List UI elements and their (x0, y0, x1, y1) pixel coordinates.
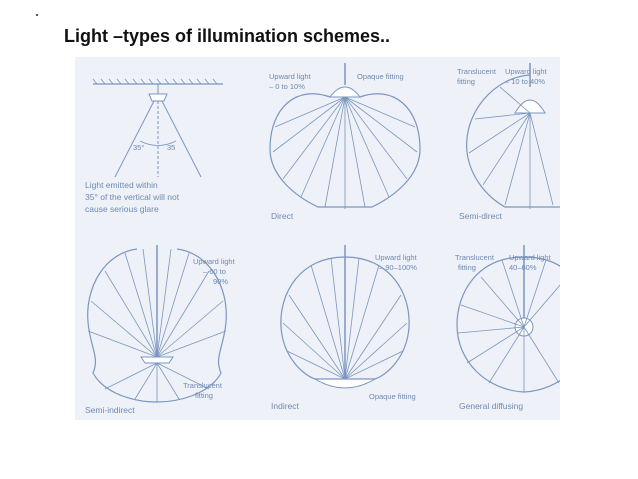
glare-note-line-2: 35° of the vertical will not (85, 192, 180, 202)
indirect-caption: Indirect (271, 401, 300, 411)
general-upward-line-2: 40–60% (509, 263, 537, 272)
glare-angle-diagram: 35° 35 Light emitted within 35° of the v… (85, 78, 223, 214)
indirect-lighting-diagram: Upward light – 90–100% Opaque fitting In… (271, 245, 418, 411)
direct-caption: Direct (271, 211, 294, 221)
indirect-upward-line-1: Upward light (375, 253, 418, 262)
direct-fitting-label: Opaque fitting (357, 72, 404, 81)
indirect-fitting-label: Opaque fitting (369, 392, 416, 401)
general-upward-line-1: Upward light (509, 253, 552, 262)
semi-direct-upward-line-2: – 10 to 40% (505, 77, 545, 86)
semi-direct-fitting-line-2: fitting (457, 77, 475, 86)
semi-indirect-fitting-line-1: Translucent (183, 381, 223, 390)
general-fitting-line-2: fitting (458, 263, 476, 272)
semi-indirect-caption: Semi-indirect (85, 405, 135, 415)
glare-note-line-3: cause serious glare (85, 204, 159, 214)
semi-direct-lighting-diagram: Translucent fitting Upward light – 10 to… (457, 63, 560, 221)
slide-title: Light –types of illumination schemes.. (64, 26, 391, 46)
indirect-upward-line-2: – 90–100% (379, 263, 417, 272)
semi-direct-fitting-line-1: Translucent (457, 67, 497, 76)
semi-indirect-lighting-diagram: Upward light – 60 to 90% Translucent fit… (85, 245, 236, 415)
general-caption: General diffusing (459, 401, 523, 411)
general-fitting-line-1: Translucent (455, 253, 495, 262)
illumination-diagram: 35° 35 Light emitted within 35° of the v… (85, 63, 560, 415)
direct-lighting-diagram: Upward light – 0 to 10% Opaque fitting D… (269, 63, 421, 221)
semi-direct-caption: Semi-direct (459, 211, 503, 221)
glare-note-line-1: Light emitted within (85, 180, 158, 190)
glare-angle-left: 35° (133, 143, 144, 152)
semi-direct-upward-line-1: Upward light (505, 67, 548, 76)
direct-upward-line-2: – 0 to 10% (269, 82, 305, 91)
semi-indirect-fitting-line-2: fitting (195, 391, 213, 400)
semi-indirect-upward-line-1: Upward light (193, 257, 236, 266)
semi-indirect-upward-line-3: 90% (213, 277, 228, 286)
glare-angle-right: 35 (167, 143, 175, 152)
general-diffusing-diagram: Translucent fitting Upward light 40–60% … (455, 245, 560, 411)
slide-dot (36, 14, 38, 16)
semi-indirect-upward-line-2: – 60 to (203, 267, 226, 276)
direct-upward-line-1: Upward light (269, 72, 312, 81)
